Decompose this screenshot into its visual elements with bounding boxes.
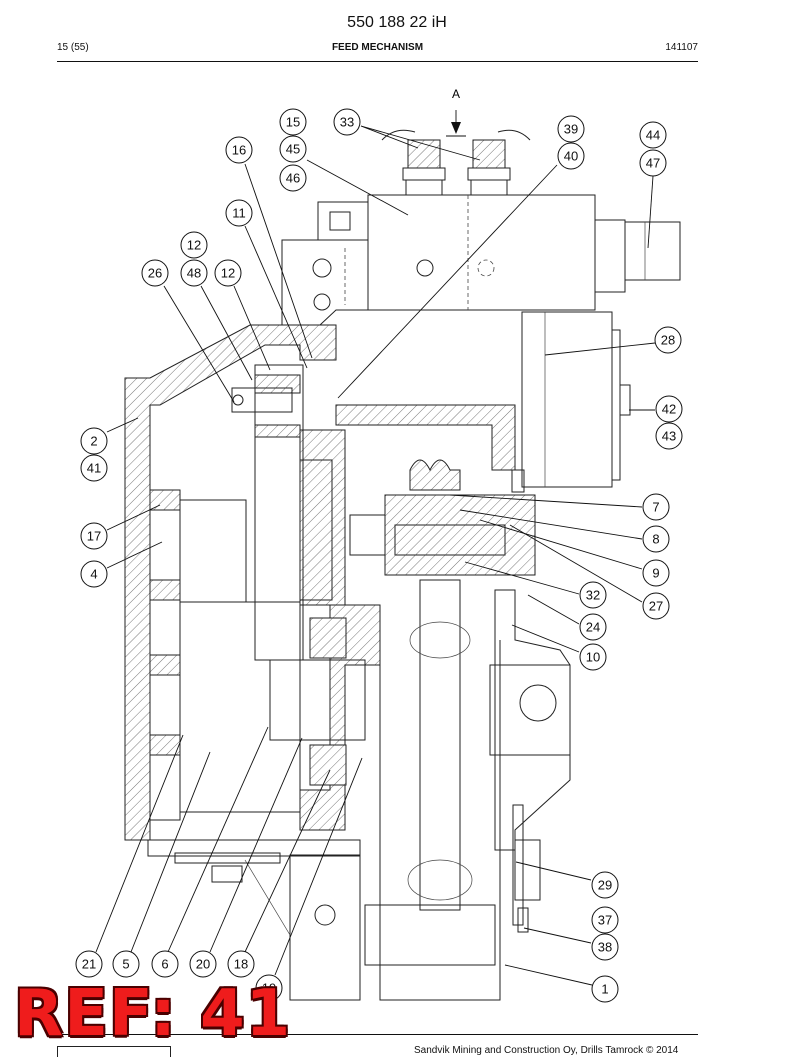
callout-20: 20 xyxy=(189,950,217,978)
gear-train xyxy=(149,364,366,821)
callout-12-lower: 12 xyxy=(214,259,242,287)
callout-48: 48 xyxy=(180,259,208,287)
callout-24: 24 xyxy=(579,613,607,641)
callout-41: 41 xyxy=(80,454,108,482)
main-housing xyxy=(124,324,516,857)
svg-text:26: 26 xyxy=(148,266,162,281)
svg-text:33: 33 xyxy=(340,115,354,130)
callout-9: 9 xyxy=(642,559,670,587)
knurled-knob-right xyxy=(467,129,531,196)
svg-text:43: 43 xyxy=(662,429,676,444)
svg-text:19: 19 xyxy=(262,981,276,996)
svg-text:4: 4 xyxy=(90,567,97,582)
header-rule xyxy=(57,61,698,62)
svg-text:37: 37 xyxy=(598,913,612,928)
svg-text:18: 18 xyxy=(234,957,248,972)
svg-text:10: 10 xyxy=(586,650,600,665)
callout-42: 42 xyxy=(655,395,683,423)
document-number: 550 188 22 iH xyxy=(347,14,447,31)
ref-stamp: REF: 41 xyxy=(14,977,292,1051)
callout-39: 39 xyxy=(557,115,585,143)
callout-4: 4 xyxy=(80,560,108,588)
callout-8: 8 xyxy=(642,525,670,553)
callout-6: 6 xyxy=(151,950,179,978)
header-row: 15 (55) FEED MECHANISM 141107 xyxy=(57,42,698,56)
callout-33: 33 xyxy=(333,108,361,136)
callout-21: 21 xyxy=(75,950,103,978)
callout-27: 27 xyxy=(642,592,670,620)
callout-44: 44 xyxy=(639,121,667,149)
callout-28: 28 xyxy=(654,326,682,354)
callout-37: 37 xyxy=(591,906,619,934)
svg-text:27: 27 xyxy=(649,599,663,614)
company-logo xyxy=(57,1046,171,1057)
callout-11: 11 xyxy=(225,199,253,227)
svg-text:7: 7 xyxy=(652,500,659,515)
page-number: 15 (55) xyxy=(57,42,89,53)
callout-16: 16 xyxy=(225,136,253,164)
callout-43: 43 xyxy=(655,422,683,450)
svg-text:16: 16 xyxy=(232,143,246,158)
callout-19: 19 xyxy=(255,974,283,1002)
knurled-knob-left xyxy=(381,129,446,196)
svg-text:21: 21 xyxy=(82,957,96,972)
svg-text:17: 17 xyxy=(87,529,101,544)
svg-text:11: 11 xyxy=(232,206,246,221)
leader-lines xyxy=(95,125,656,986)
svg-text:48: 48 xyxy=(187,266,201,281)
lower-frame xyxy=(174,852,361,1001)
svg-text:12: 12 xyxy=(221,266,235,281)
callout-12-upper: 12 xyxy=(180,231,208,259)
svg-text:42: 42 xyxy=(662,402,676,417)
footer-copyright: Sandvik Mining and Construction Oy, Dril… xyxy=(414,1045,679,1056)
callout-38: 38 xyxy=(591,933,619,961)
callout-7: 7 xyxy=(642,493,670,521)
callout-32: 32 xyxy=(579,581,607,609)
svg-text:8: 8 xyxy=(652,532,659,547)
svg-text:32: 32 xyxy=(586,588,600,603)
callout-15: 15 xyxy=(279,108,307,136)
callout-29: 29 xyxy=(591,871,619,899)
valve-block xyxy=(281,194,681,326)
callout-1: 1 xyxy=(591,975,619,1003)
callout-10: 10 xyxy=(579,643,607,671)
svg-text:20: 20 xyxy=(196,957,210,972)
callout-5: 5 xyxy=(112,950,140,978)
callout-2: 2 xyxy=(80,427,108,455)
view-a-arrow-head xyxy=(451,122,461,134)
svg-text:47: 47 xyxy=(646,156,660,171)
svg-text:28: 28 xyxy=(661,333,675,348)
feed-roller xyxy=(349,459,536,1001)
svg-text:29: 29 xyxy=(598,878,612,893)
date-code: 141107 xyxy=(665,42,698,53)
svg-text:45: 45 xyxy=(286,142,300,157)
view-a-label: A xyxy=(452,87,460,101)
svg-text:44: 44 xyxy=(646,128,660,143)
hydraulic-motor xyxy=(511,311,631,493)
svg-text:41: 41 xyxy=(87,461,101,476)
callout-45: 45 xyxy=(279,135,307,163)
svg-text:40: 40 xyxy=(564,149,578,164)
callout-46: 46 xyxy=(279,164,307,192)
svg-text:2: 2 xyxy=(90,434,97,449)
svg-text:6: 6 xyxy=(161,957,168,972)
svg-text:1: 1 xyxy=(601,982,608,997)
svg-text:15: 15 xyxy=(286,115,300,130)
svg-text:39: 39 xyxy=(564,122,578,137)
side-bracket xyxy=(489,589,571,933)
svg-text:24: 24 xyxy=(586,620,600,635)
svg-text:12: 12 xyxy=(187,238,201,253)
svg-text:38: 38 xyxy=(598,940,612,955)
svg-text:46: 46 xyxy=(286,171,300,186)
svg-text:5: 5 xyxy=(122,957,129,972)
svg-text:9: 9 xyxy=(652,566,659,581)
section-title: FEED MECHANISM xyxy=(331,42,424,53)
callout-17: 17 xyxy=(80,522,108,550)
callout-40: 40 xyxy=(557,142,585,170)
footer-rule xyxy=(57,1034,698,1035)
callout-18: 18 xyxy=(227,950,255,978)
callout-47: 47 xyxy=(639,149,667,177)
callout-26: 26 xyxy=(141,259,169,287)
